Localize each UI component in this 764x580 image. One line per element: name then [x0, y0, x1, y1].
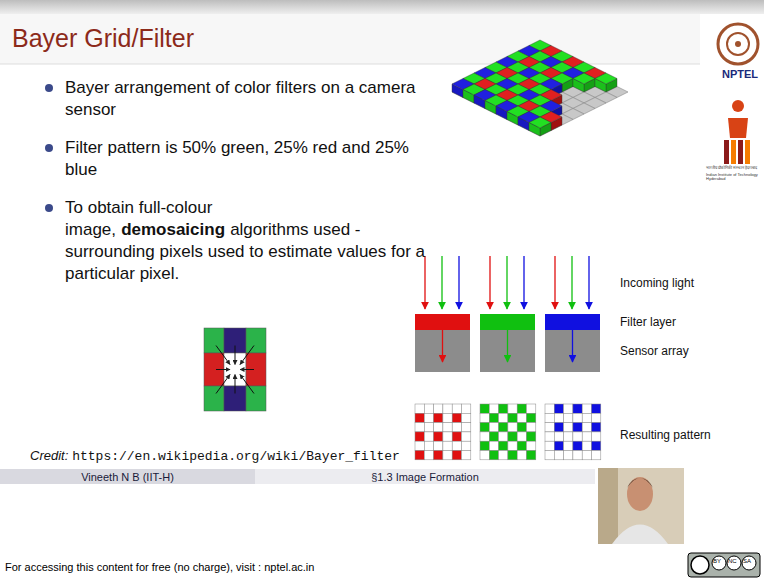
filter-layer-illustration — [415, 256, 601, 460]
figure-label: Incoming light — [620, 276, 694, 292]
bullet-dots — [45, 84, 53, 212]
text: Resulting pattern — [620, 428, 711, 442]
license-icon: BY — [713, 558, 721, 565]
figure-label: Resulting pattern — [620, 428, 711, 444]
text: Incoming light — [620, 276, 694, 290]
nptel-logo — [718, 24, 758, 64]
text: NC — [728, 558, 737, 564]
text: algorithms used - surrounding pixels use… — [65, 220, 425, 283]
credit-url: https://en.wikipedia.org/wiki/Bayer_filt… — [72, 449, 400, 464]
top-band — [0, 0, 764, 14]
figure-label: Filter layer — [620, 315, 676, 331]
demosaic-illustration — [204, 328, 266, 411]
bullet-text: To obtain full-colour image,demosaicinga… — [65, 197, 435, 285]
logo-text: Indian Institute of Technology Hyderabad — [706, 173, 762, 182]
logo-text: NPTEL — [722, 67, 758, 81]
text: Credit: — [30, 448, 68, 463]
text: BY — [713, 558, 721, 564]
text: For accessing this content for free (no … — [5, 561, 314, 573]
presenter-video — [598, 468, 684, 544]
text: Sensor array — [620, 344, 689, 358]
footer-note: For accessing this content for free (no … — [5, 560, 314, 574]
footer-band: Vineeth N B (IIT-H) — [0, 469, 255, 484]
iith-logo — [724, 100, 750, 164]
slide-title: Bayer Grid/Filter — [12, 24, 194, 53]
text: Filter pattern is 50% green, 25% red and… — [65, 138, 409, 179]
text: भारतीय प्रौद्योगिकी संस्थान हैदराबाद — [706, 165, 757, 170]
credit-line: Credit: https://en.wikipedia.org/wiki/Bay… — [30, 448, 400, 466]
footer-text: Vineeth N B (IIT-H) — [81, 471, 174, 483]
footer-band: §1.3 Image Formation — [255, 469, 595, 484]
figure-label: Sensor array — [620, 344, 689, 360]
bayer-grid-illustration — [452, 40, 628, 136]
text: Bayer arrangement of color filters on a … — [65, 78, 416, 119]
text: SA — [743, 558, 751, 564]
title-rule — [0, 64, 700, 65]
title-band — [0, 14, 700, 64]
logo-text: भारतीय प्रौद्योगिकी संस्थान हैदराबाद — [706, 166, 762, 170]
bullet-text: Filter pattern is 50% green, 25% red and… — [65, 137, 435, 181]
footer-text: §1.3 Image Formation — [371, 471, 479, 483]
text: Filter layer — [620, 315, 676, 329]
emphasis-term: demosaicing — [121, 220, 225, 239]
bullet-text: Bayer arrangement of color filters on a … — [65, 77, 435, 121]
cc-license-badge — [688, 553, 760, 577]
text: NPTEL — [722, 68, 758, 80]
license-icon: SA — [743, 558, 751, 565]
text: Indian Institute of Technology Hyderabad — [706, 172, 758, 181]
license-icon: NC — [728, 558, 737, 565]
